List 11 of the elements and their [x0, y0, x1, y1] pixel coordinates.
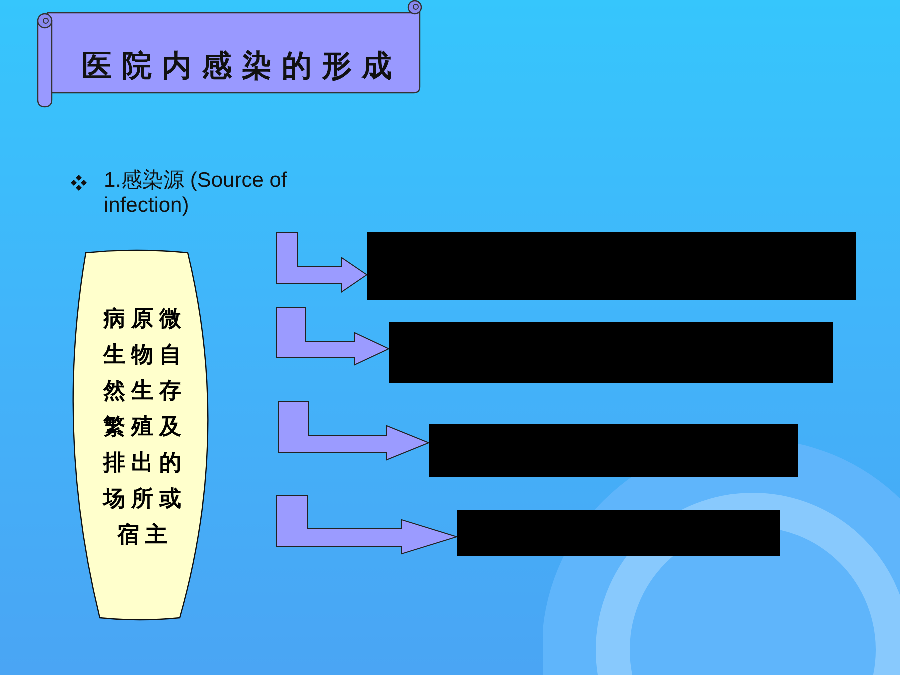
redaction-box — [429, 424, 798, 477]
title: 医院内感染的形成 — [82, 49, 403, 85]
bent-arrow — [276, 496, 459, 555]
bent-arrow — [278, 402, 430, 461]
node-text: 病原微生物自然生存繁殖及排出的场所或宿主 — [103, 306, 188, 550]
redaction-box — [457, 510, 780, 556]
bullet-text: 1.感染源 (Source of infection) — [104, 168, 288, 218]
bent-arrow — [276, 308, 390, 366]
redaction-box — [367, 232, 856, 300]
bent-arrow — [276, 232, 368, 293]
redaction-box — [389, 322, 833, 383]
